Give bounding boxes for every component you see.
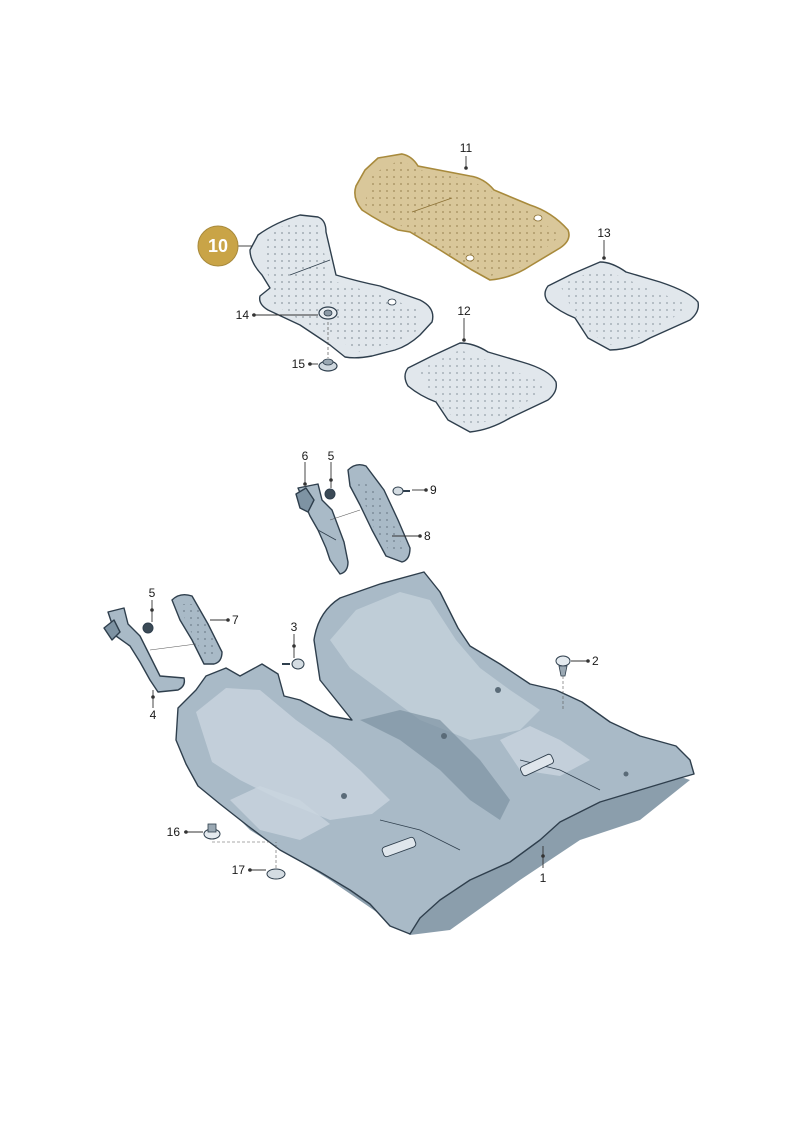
callout-label-15: 15 [292,357,306,371]
callout-label-3: 3 [291,620,298,634]
floor-mat-rear-left [404,342,558,433]
footrest-cover-lower [171,593,223,665]
callout-label-2: 2 [592,654,599,668]
callout-16[interactable]: 16 [167,825,203,839]
footrest-bracket-lower [103,607,186,693]
callout-5-upper[interactable]: 5 [328,449,335,488]
floor-mat-rear-right [544,261,700,351]
callout-9[interactable]: 9 [412,483,437,497]
callout-label-16: 16 [167,825,181,839]
callout-label-11: 11 [460,141,473,155]
callout-label-12: 12 [457,304,471,318]
clip-2 [555,655,571,710]
screw-9 [392,486,410,496]
footrest-bracket-upper [295,483,349,575]
callout-label-17: 17 [232,863,246,877]
clip-16 [203,823,270,843]
callout-6[interactable]: 6 [302,449,309,486]
callout-8[interactable]: 8 [392,529,431,543]
callout-label-14: 14 [236,308,250,322]
callout-5-lower[interactable]: 5 [149,586,156,622]
callout-7[interactable]: 7 [210,613,239,627]
callout-label-5-upper: 5 [328,449,335,463]
callout-15[interactable]: 15 [292,357,318,371]
callout-label-10: 10 [208,236,228,256]
callout-label-9: 9 [430,483,437,497]
callout-2[interactable]: 2 [571,654,599,668]
floor-mat-front-right-highlighted [354,153,570,281]
floor-mat-front-left [249,214,434,359]
callout-badge-10[interactable]: 10 [197,225,252,267]
callout-label-5-lower: 5 [149,586,156,600]
callout-12[interactable]: 12 [457,304,471,342]
callout-label-6: 6 [302,449,309,463]
callout-label-4: 4 [150,708,157,722]
footrest-cover-upper [347,463,411,563]
base-17 [266,842,286,880]
callout-4[interactable]: 4 [150,690,157,722]
callout-14[interactable]: 14 [236,308,318,322]
callout-3[interactable]: 3 [291,620,298,658]
mat-fastener-clip [318,306,338,372]
callout-label-13: 13 [597,226,611,240]
callout-1[interactable]: 1 [540,846,547,885]
callout-13[interactable]: 13 [597,226,611,260]
clip-nut-5-upper [324,488,336,500]
callout-11[interactable]: 11 [460,141,473,170]
callout-label-8: 8 [424,529,431,543]
callout-label-7: 7 [232,613,239,627]
floor-carpet [175,571,695,935]
clip-nut-5-lower [142,622,154,634]
callout-17[interactable]: 17 [232,863,266,877]
callout-label-1: 1 [540,871,547,885]
clip-3 [282,658,305,670]
